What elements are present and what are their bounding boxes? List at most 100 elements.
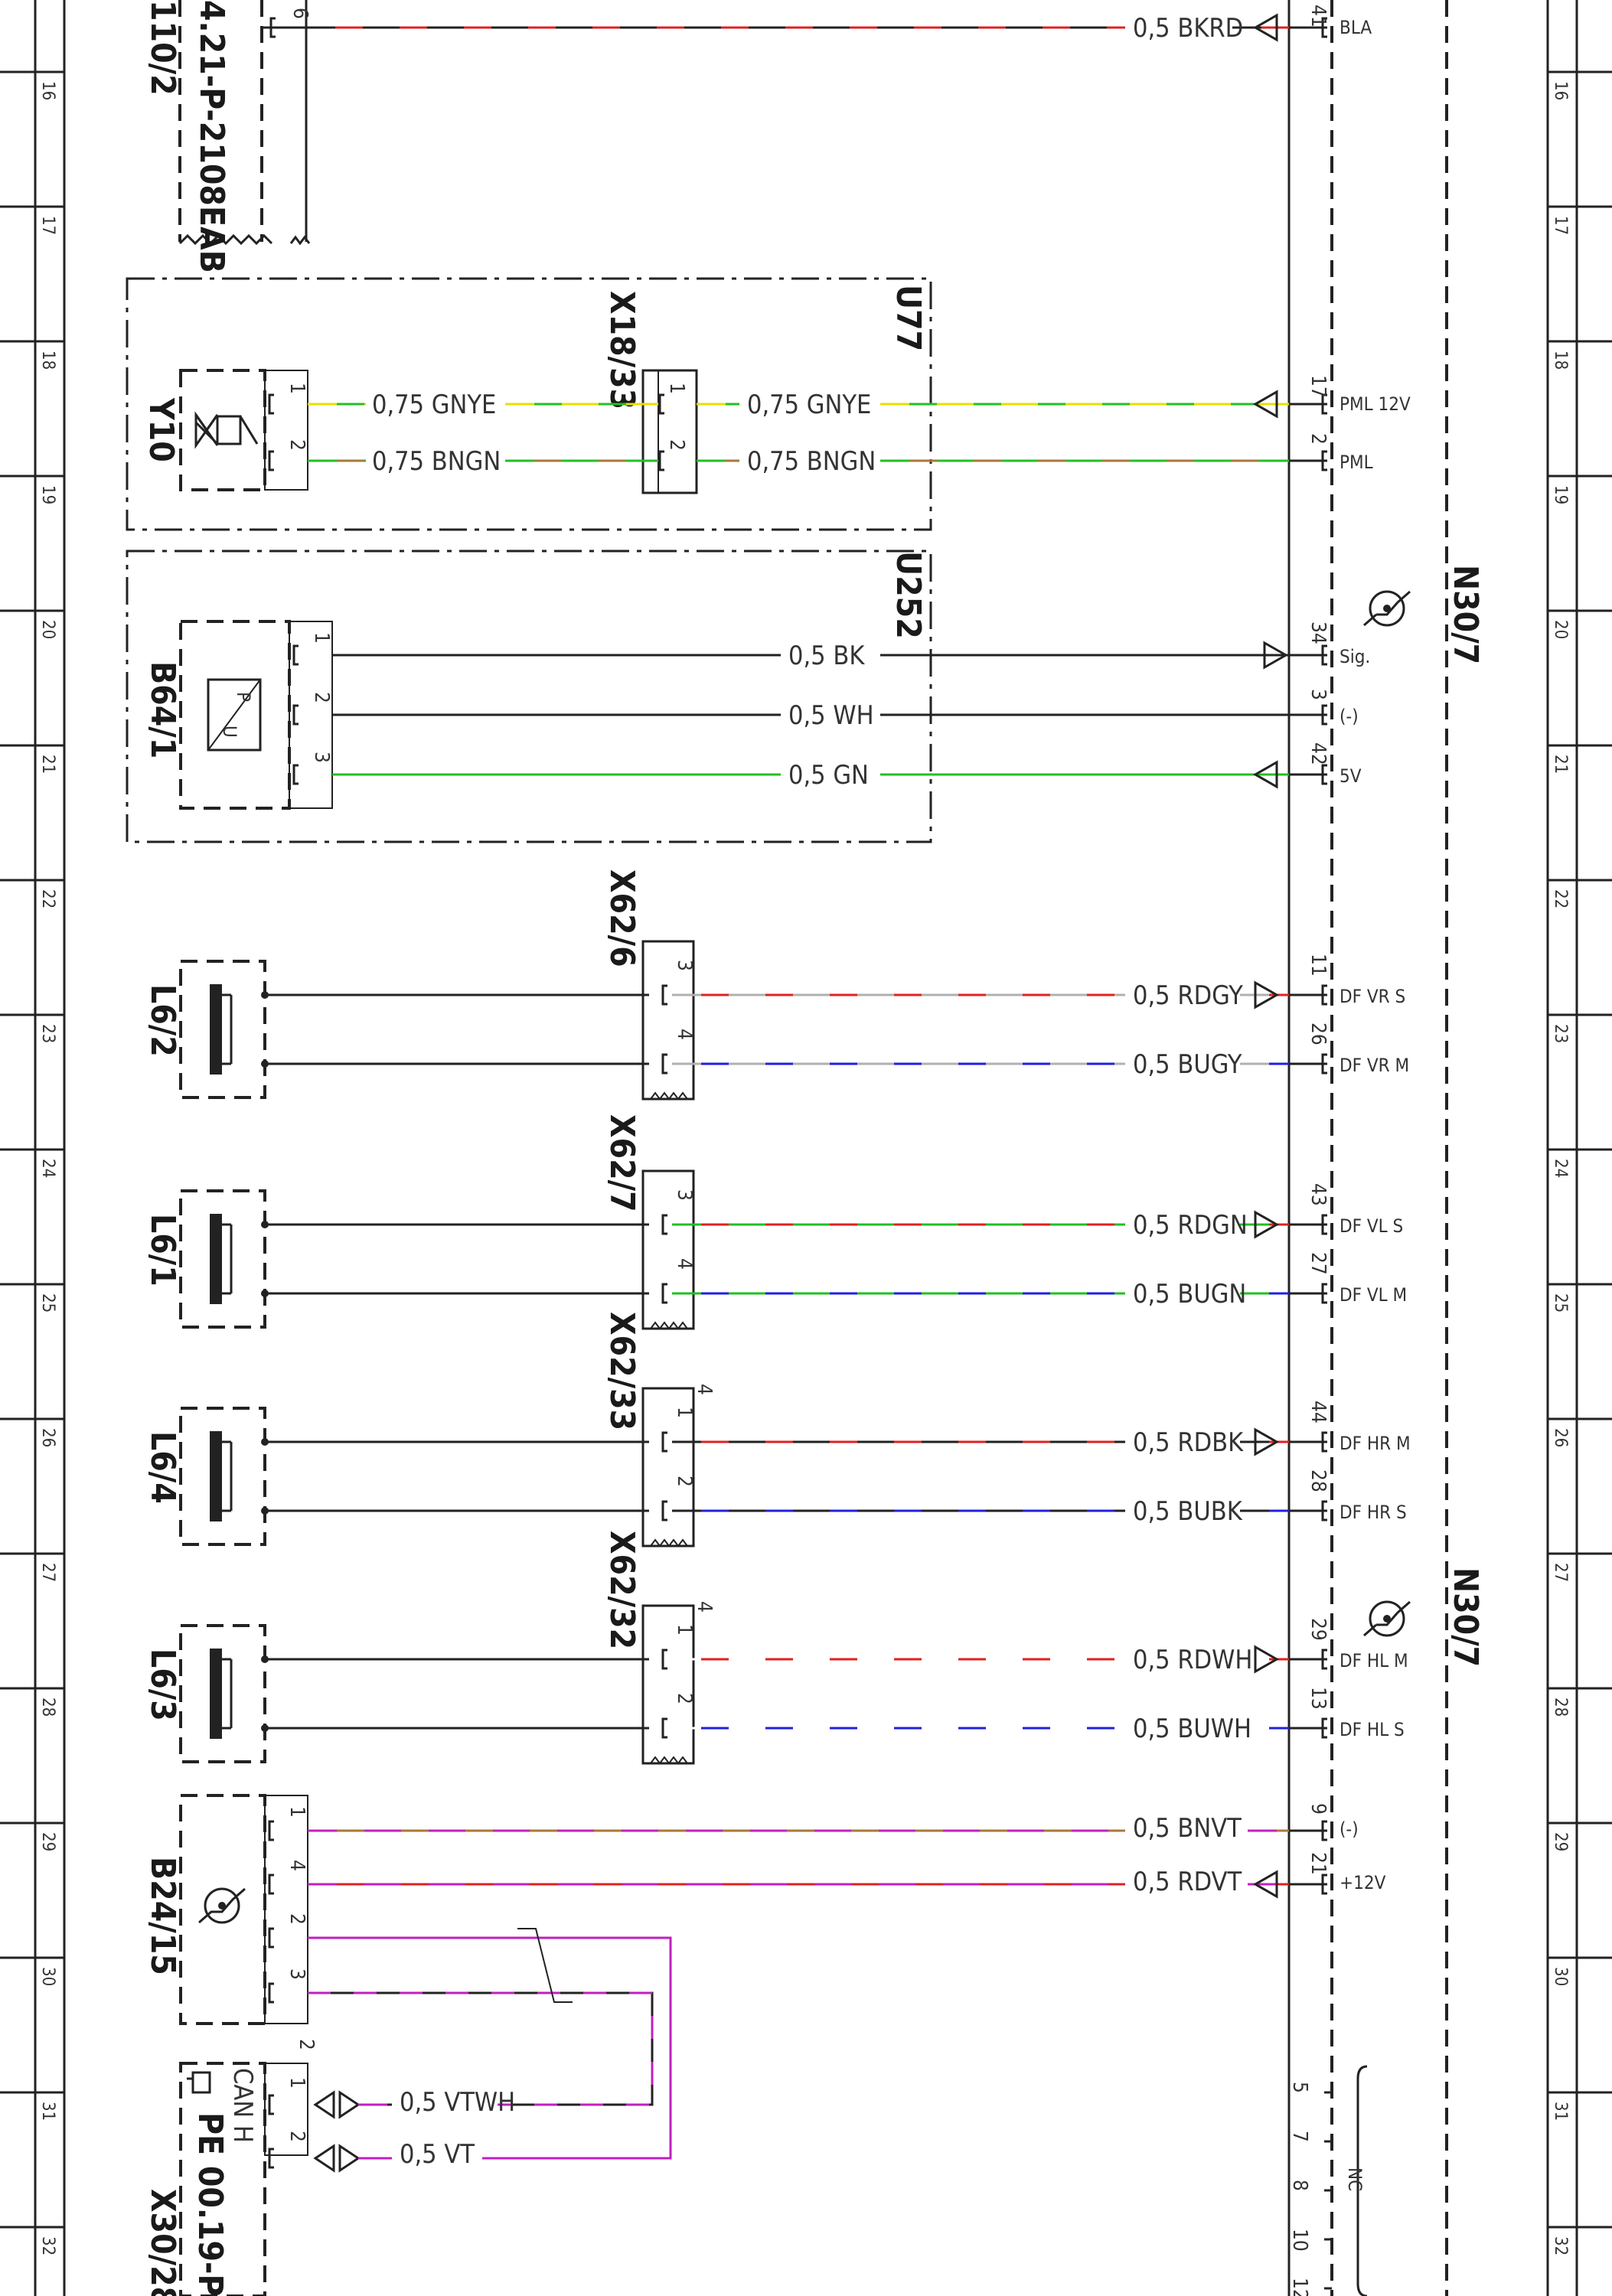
row-number-left: 26 [38,1428,57,1447]
ecu-pin-9: 9 [1307,1803,1330,1815]
arrow-rdvt [1252,1870,1278,1899]
sensor-ecu-pin-label: DF HL M [1340,1650,1408,1671]
ecu-pin-label-minus-2: (-) [1340,1818,1359,1840]
row-number-left: 21 [38,755,57,774]
row-number-left: 32 [38,2236,57,2255]
top-reference: 4.21-P-2108EAB [192,0,231,273]
sensor-conn-pin-mark [661,984,667,1006]
x18-pin-mark [658,450,664,471]
wire-label-bngn-right: 0,75 BNGN [747,446,876,477]
row-number-right: 26 [1551,1428,1570,1447]
row-number-left: 16 [38,81,57,100]
connector-x62-7-label: X62/7 [602,1114,641,1212]
sensor-box [179,1189,266,1329]
b24-pin-3: 3 [286,1968,308,1980]
row-number-left: 31 [38,2102,57,2121]
row-number-right: 25 [1551,1293,1570,1313]
sensor-lead-dot [261,1290,269,1297]
sensor-label: L6/2 [143,984,182,1057]
sensor-core [210,1214,222,1304]
sensor-wire-label: 0,5 RDWH [1133,1645,1252,1675]
sensor-lead-dot [261,1507,269,1515]
sensor-core [210,1649,222,1739]
b64-ecu-pin-socket [1321,704,1327,726]
x30-pin-mark [268,2094,274,2115]
row-number-left: 22 [38,889,57,908]
row-number-right: 27 [1551,1563,1570,1582]
row-number-left: 27 [38,1563,57,1582]
b24-wires [268,1820,1327,2160]
wire-label-bnvt: 0,5 BNVT [1133,1813,1242,1844]
ecu-pin-41: 41 [1307,5,1330,28]
y10-pin-mark [268,393,274,415]
ecu-pin-label-pml12v: PML 12V [1340,393,1411,415]
row-number-right: 28 [1551,1698,1570,1717]
ecu-pin-41-socket [1321,17,1327,38]
sensor-lead-dot [261,991,269,999]
sensor-conn-pin: 4 [673,1029,696,1040]
sensor-coil [222,1440,233,1512]
wire-label-wh: 0,5 WH [788,700,874,731]
wire-label-bkrd: 0,5 BKRD [1133,13,1243,44]
component-b64-1: P U B64/1 [143,620,333,810]
wire-label-rdvt: 0,5 RDVT [1133,1867,1242,1897]
y10-ecu-pin-socket [1321,450,1327,471]
b64-pin-mark [292,644,299,666]
row-number-right: 20 [1551,620,1570,639]
ecu-pin-label-5v: 5V [1340,765,1362,787]
nc-pin-group: NC [1344,2065,1368,2296]
component-b24-15: B24/15 [143,1794,308,2025]
nc-pin-number: 5 [1288,2082,1311,2093]
b24-pin-mark [268,1874,274,1895]
ecu-pin-label-sig: Sig. [1340,646,1370,667]
nc-pin-number: 8 [1288,2180,1311,2191]
sensor-conn-pin: 1 [673,1407,696,1418]
sensor-conn-pin: 2 [673,1476,696,1487]
sensor-ecu-pin-label: DF HR M [1340,1433,1411,1454]
nc-pin-number: 12 [1288,2278,1311,2296]
component-y10: Y10 [142,369,308,491]
ecu-pin-label-pml: PML [1340,452,1373,473]
connector-x18-33: X18/33 [602,291,698,494]
sensor-core [210,984,222,1075]
connector-x62-6-label: X62/6 [602,869,641,967]
sensor-label: L6/4 [143,1431,182,1504]
b24-ecu-pin-socket [1321,1820,1327,1841]
pressure-sensor-p: P [233,692,254,702]
sensor-wire-label: 0,5 RDGY [1133,980,1243,1011]
sensor-ecu-pin-socket [1321,1717,1327,1739]
module-u252 [126,550,932,843]
sensor-ecu-pin-number: 43 [1307,1183,1330,1206]
b24-ecu-pin-socket [1321,1874,1327,1895]
b64-pin-2: 2 [310,692,333,703]
sensor-ecu-pin-label: DF VL M [1340,1284,1407,1306]
sensor-conn-pin: 3 [673,1189,696,1201]
y10-pin-mark [268,450,274,471]
y10-wires [268,390,1327,471]
row-number-right: 30 [1551,1967,1570,1986]
wire-bkrd [262,13,1327,42]
row-number-left: 17 [38,216,57,235]
connector-x62-33-extra: 4 [693,1384,716,1395]
sensor-conn-pin-mark [661,1431,667,1453]
row-number-right: 29 [1551,1832,1570,1851]
row-number-left: 28 [38,1698,57,1717]
row-number-left: 18 [38,351,57,370]
module-u252-label: U252 [889,551,928,639]
sensor-wire-label: 0,5 BUWH [1133,1714,1251,1744]
sensor-coil [222,1223,233,1295]
sensor-lead-dot [261,1221,269,1228]
wire-label-vtwh: 0,5 VTWH [400,2087,515,2118]
sensor-wire-label: 0,5 RDGN [1133,1210,1248,1241]
row-number-right: 19 [1551,485,1570,504]
connector-break [650,1538,688,1548]
b64-ecu-pin-socket [1321,644,1327,666]
solenoid-valve-icon [194,411,259,449]
can-high-line [308,1936,672,2160]
ecu-label-repeat: N30/7 [1446,1567,1485,1667]
sensor-coil [222,993,233,1065]
sensor-conn-pin-mark [661,1283,667,1304]
component-b64-label: B64/1 [143,661,182,758]
